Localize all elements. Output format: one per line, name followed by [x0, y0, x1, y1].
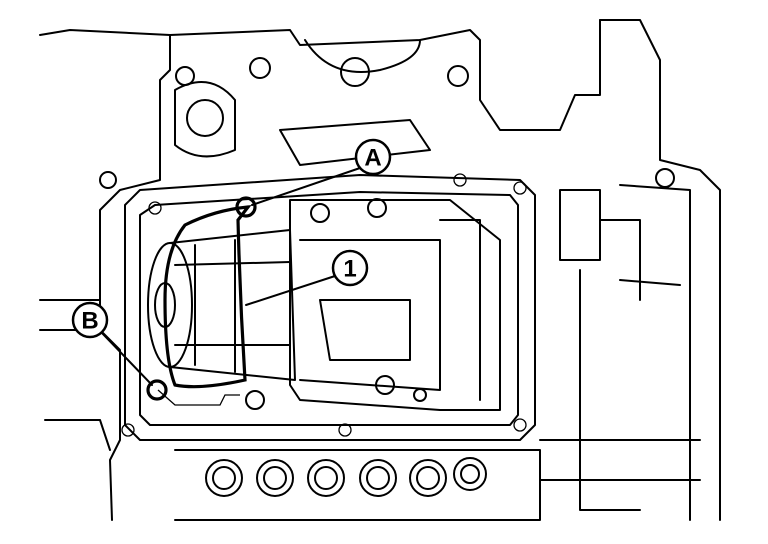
bolt-a	[235, 196, 257, 218]
callout-a: A	[251, 138, 392, 206]
oil-pan-gasket-flange	[121, 173, 536, 441]
bolt-b	[146, 379, 168, 401]
callout-circle-a	[354, 138, 392, 176]
leader-line-1	[245, 275, 336, 306]
callout-circle-1	[331, 249, 369, 287]
callout-label-a: A	[364, 145, 381, 172]
callout-label-1: 1	[343, 256, 356, 283]
leader-line-a	[251, 167, 361, 206]
harness-clip	[146, 196, 257, 406]
control-valve-body	[245, 198, 501, 411]
leader-line-b	[101, 332, 153, 386]
callout-circle-b	[71, 301, 109, 339]
callout-label-b: B	[81, 308, 98, 335]
callout-b: B	[71, 301, 153, 386]
callout-1: 1	[245, 249, 369, 306]
oil-pan-bolts-row	[174, 449, 541, 521]
engine-block-outline	[39, 19, 721, 521]
